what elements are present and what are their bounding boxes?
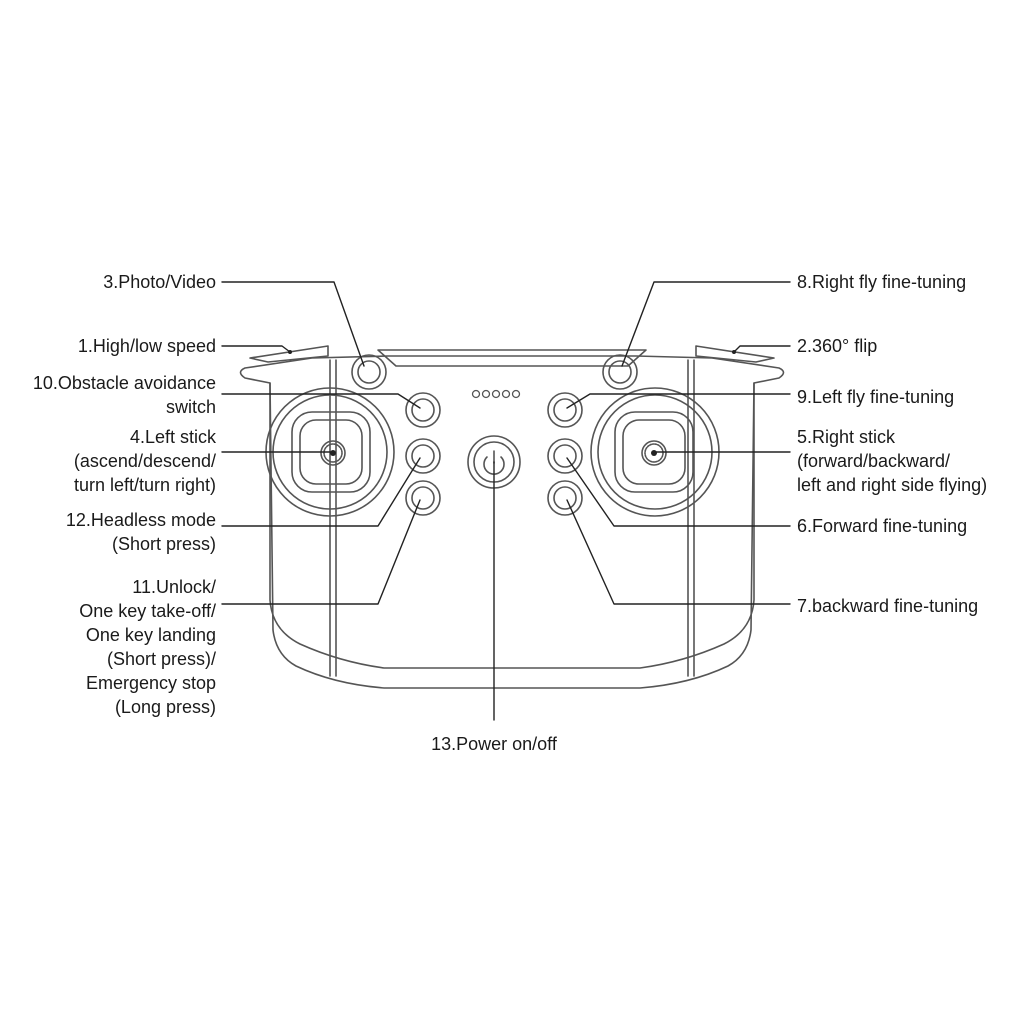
label-forward-fine-tuning: 6.Forward fine-tuning <box>797 516 968 536</box>
label-high-low-speed: 1.High/low speed <box>77 336 216 356</box>
label-left-fly-fine-tuning: 9.Left fly fine-tuning <box>797 387 955 407</box>
label-headless-mode: 12.Headless mode (Short press) <box>65 510 216 554</box>
leader-line-right-fly-fine-tuning <box>621 281 791 367</box>
label-right-fly-fine-tuning: 8.Right fly fine-tuning <box>797 272 967 292</box>
label-power: 13.Power on/off <box>431 734 557 754</box>
left-shoulder-bumper <box>249 345 329 363</box>
unlock-button[interactable] <box>405 480 441 516</box>
forward-fine-tuning-button[interactable] <box>547 438 583 474</box>
controller-inner-contour <box>269 382 755 669</box>
label-360-flip: 2.360° flip <box>797 336 878 356</box>
leader-line-high-low-speed <box>221 345 291 353</box>
leader-line-forward-fine-tuning <box>566 457 791 527</box>
leader-line-left-fly-fine-tuning <box>566 393 791 409</box>
label-unlock: 11.Unlock/ One key take-off/ One key lan… <box>79 577 216 717</box>
top-panel <box>377 349 647 367</box>
indicator-lights <box>471 389 521 399</box>
right-fly-fine-tuning-button[interactable] <box>602 354 638 390</box>
leader-line-unlock <box>221 499 421 605</box>
leader-line-360-flip <box>733 345 791 353</box>
leader-line-headless-mode <box>221 457 421 527</box>
label-photo-video: 3.Photo/Video <box>103 272 216 292</box>
label-left-stick: 4.Left stick (ascend/descend/ turn left/… <box>73 427 216 495</box>
headless-mode-button[interactable] <box>405 438 441 474</box>
right-shoulder-bumper <box>695 345 775 363</box>
leader-line-backward-fine-tuning <box>566 499 791 605</box>
obstacle-avoidance-button[interactable] <box>405 392 441 428</box>
label-right-stick: 5.Right stick (forward/backward/ left an… <box>797 427 988 495</box>
leader-line-photo-video <box>221 281 365 367</box>
label-obstacle-avoidance: 10.Obstacle avoidance switch <box>32 373 216 417</box>
left-fly-fine-tuning-button[interactable] <box>547 392 583 428</box>
controller-body <box>239 355 785 689</box>
backward-fine-tuning-button[interactable] <box>547 480 583 516</box>
photo-video-button[interactable] <box>351 354 387 390</box>
leader-line-obstacle-avoidance <box>221 393 421 409</box>
label-backward-fine-tuning: 7.backward fine-tuning <box>797 596 979 616</box>
